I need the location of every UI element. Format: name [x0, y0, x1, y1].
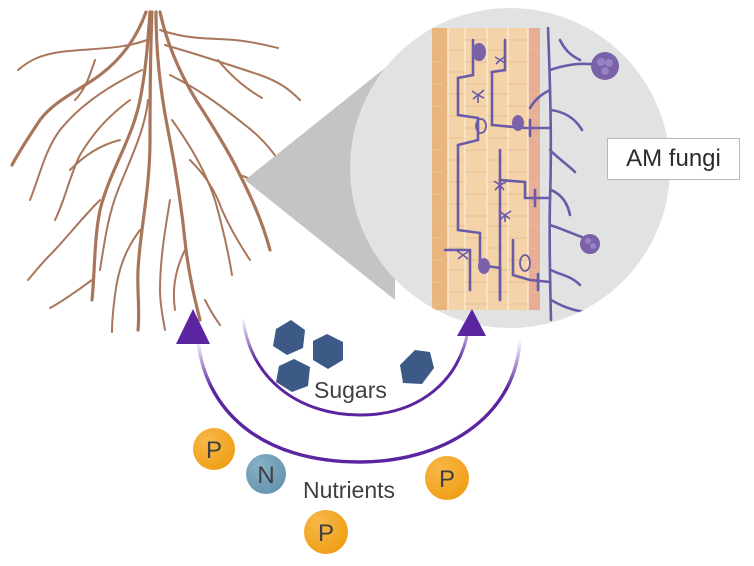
external-spores [580, 52, 619, 254]
nutrients-arrow [196, 339, 522, 464]
sugars-label: Sugars [314, 377, 387, 403]
phosphorus-ion: P [304, 510, 348, 554]
root-tissue-cross-section [432, 26, 600, 322]
sugar-molecules [273, 320, 434, 392]
sugar-hexagon [400, 350, 434, 384]
sugar-hexagon [273, 320, 305, 355]
svg-text:P: P [439, 466, 455, 493]
am-fungi-label: AM fungi [607, 138, 740, 180]
nitrogen-ion: N [246, 454, 286, 494]
vesicles [472, 43, 524, 274]
arbuscules [456, 55, 512, 260]
sugars-arrowhead [457, 309, 486, 336]
plant-root-system [10, 10, 301, 333]
nutrients-arrowhead [176, 309, 210, 344]
nutrients-label: Nutrients [303, 477, 395, 503]
sugar-hexagon [276, 359, 310, 392]
svg-text:P: P [318, 520, 334, 547]
phosphorus-ion: P [425, 456, 469, 500]
sugar-hexagon [313, 334, 343, 369]
phosphorus-ion: P [193, 428, 235, 470]
fungal-hyphae [443, 26, 600, 322]
cell-walls [447, 28, 529, 310]
nutrient-ions: P N P P [193, 428, 469, 554]
svg-text:N: N [257, 462, 274, 489]
svg-text:P: P [206, 437, 222, 464]
hyphal-coils [475, 118, 531, 272]
sugars-arrow [241, 317, 470, 417]
cell-cross-walls [432, 39, 540, 305]
